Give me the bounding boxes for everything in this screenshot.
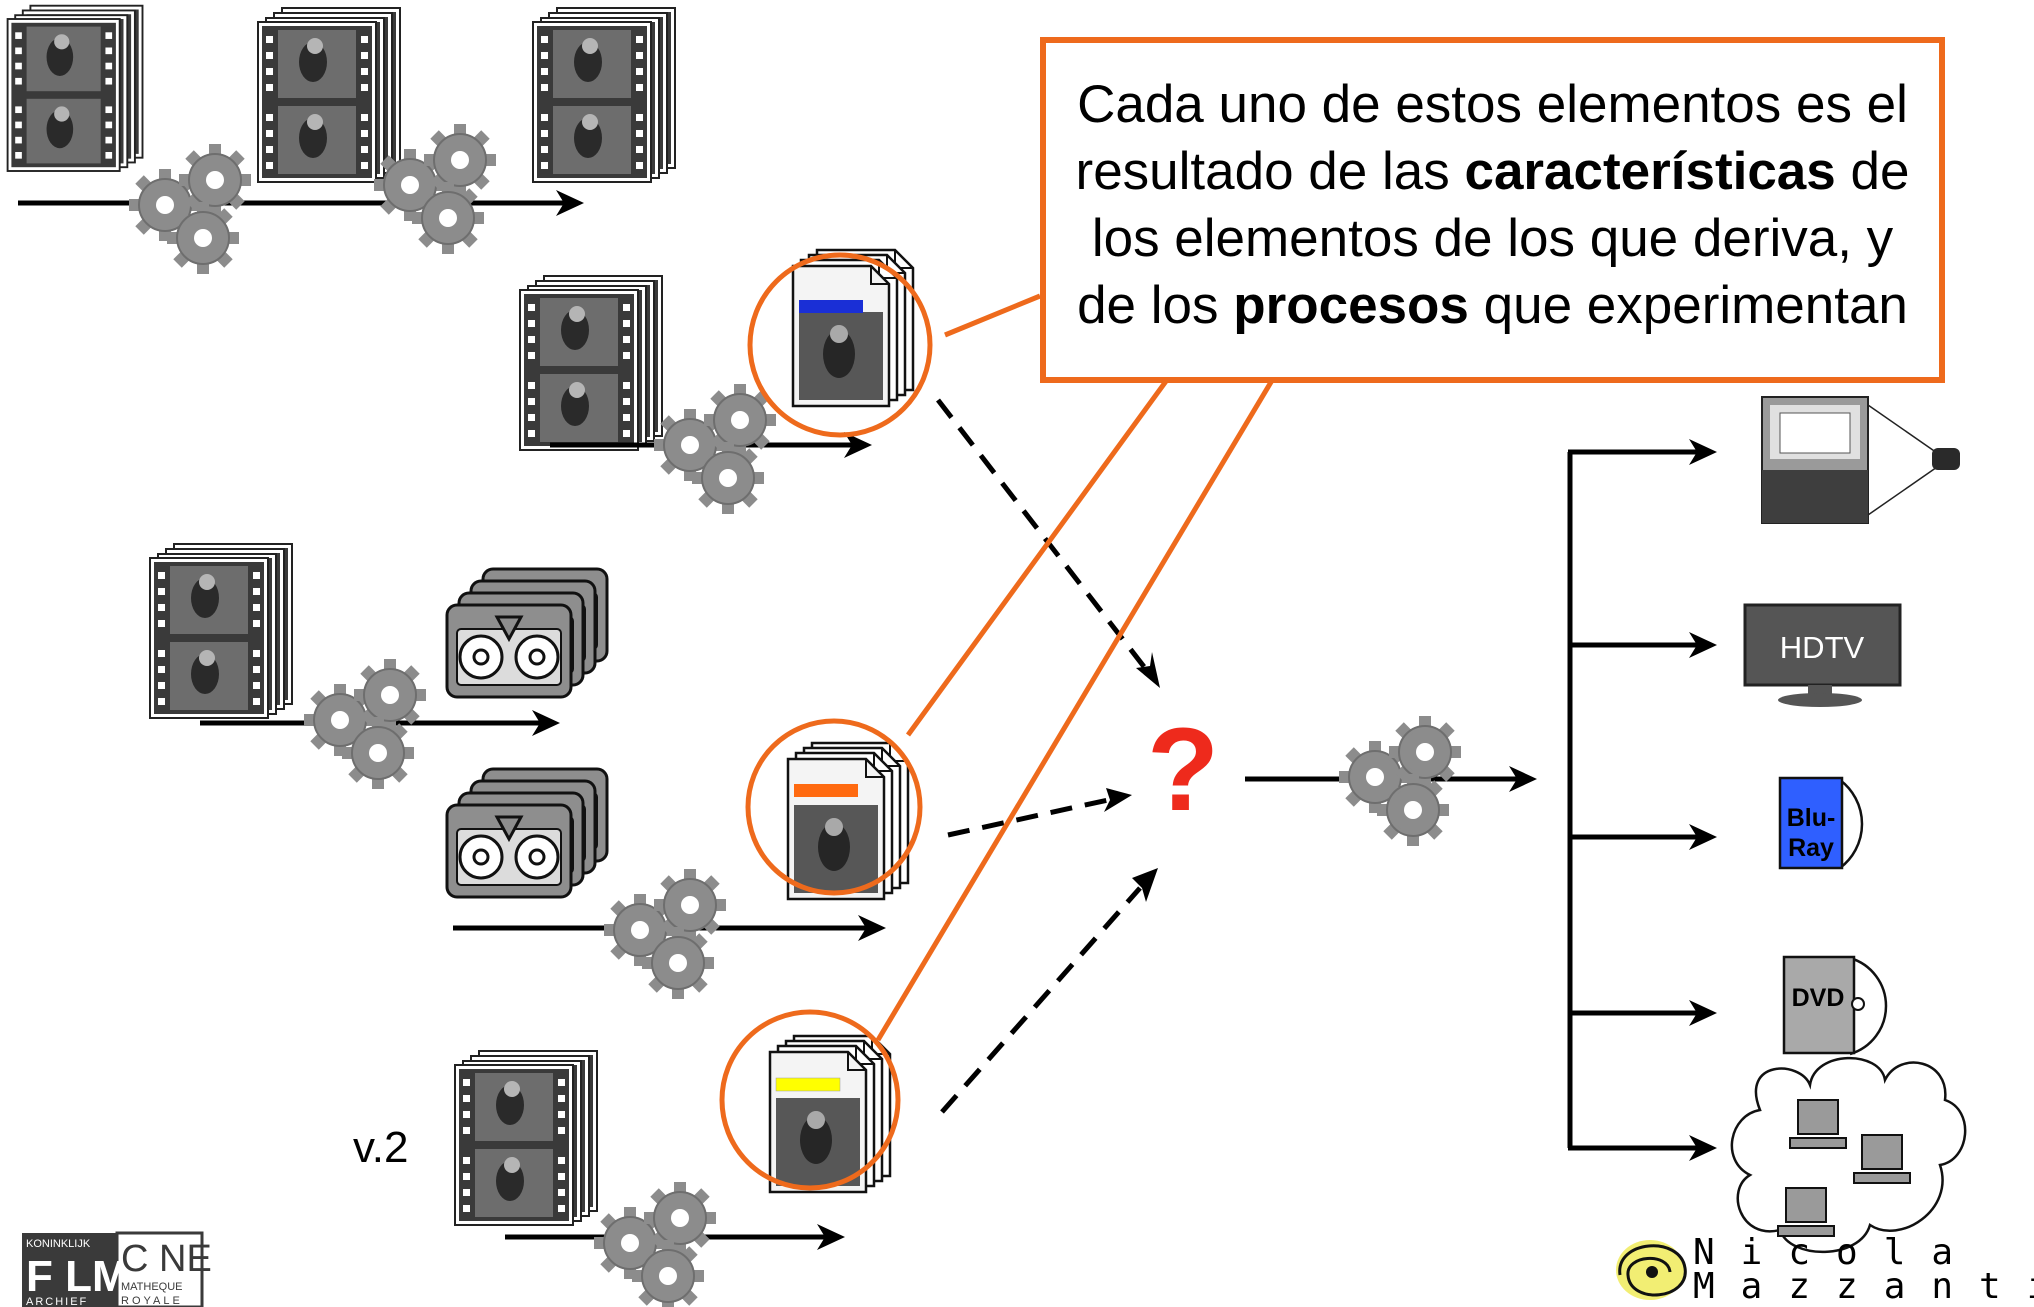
process-gears-icon (654, 384, 776, 514)
arrowhead (844, 432, 872, 458)
bluray-icon (1778, 776, 1864, 870)
logo-right-main: C NE (121, 1238, 212, 1280)
callout-line-2-post: de (1835, 142, 1910, 201)
bluray-label-line1: Blu- (1787, 804, 1836, 832)
callout-line-1: Cada uno de estos elementos es el (1077, 75, 1908, 134)
arrowhead (1104, 788, 1132, 812)
dvd-icon (1782, 955, 1888, 1056)
logo-main: F LM (26, 1252, 129, 1301)
network-cloud-icon (1730, 1056, 1967, 1254)
highlight-circle (745, 718, 923, 896)
callout-text: Cada uno de estos elementos es el result… (1076, 71, 1910, 339)
arrowhead (532, 710, 560, 736)
author-first-name: Nicola (1693, 1232, 1980, 1273)
hdtv-icon (1743, 603, 1902, 707)
dashed-arrow (940, 886, 1142, 1114)
callout-pointer (905, 360, 1183, 737)
logo-bottom: ARCHIEF (26, 1296, 88, 1307)
file-stack-yellow (770, 1036, 890, 1192)
film-stack-row3 (150, 544, 292, 718)
callout-line-3: los elementos de los que deriva, y (1091, 209, 1894, 268)
film-stack-duplicate-1 (258, 8, 400, 182)
question-mark: ? (1147, 704, 1219, 836)
arrowhead (1509, 766, 1537, 792)
dashed-arrow (936, 398, 1147, 670)
highlight-circle (747, 252, 933, 438)
arrowhead (1132, 868, 1158, 902)
process-gears-icon (129, 144, 251, 274)
distribution-branches (1568, 439, 1717, 1161)
callout-line-2: resultado de las características de (1076, 138, 1910, 205)
film-stack-duplicate-2 (533, 8, 675, 182)
logo-top: KONINKLIJK (26, 1238, 91, 1250)
tape-stack-row4 (447, 769, 607, 897)
callout-line-4-post: que experimentan (1468, 276, 1908, 335)
version-label: v.2 (353, 1123, 408, 1172)
arrowhead (1136, 652, 1160, 688)
cinema-projection-icon (1761, 396, 1960, 524)
filmarchief-logo: KONINKLIJK F LM ARCHIEF C NE MATHEQUE RO… (22, 1231, 212, 1307)
mazzanti-swirl-logo (1616, 1240, 1687, 1300)
film-stack-row2 (520, 276, 662, 450)
author-last-name: Mazzanti (1693, 1266, 2034, 1307)
yellow-bar (775, 1077, 841, 1092)
film-stack-v2 (455, 1051, 597, 1225)
callout-line-2-pre: resultado de las (1075, 142, 1465, 201)
process-gears-icon (594, 1182, 716, 1307)
callout-line-4: de los procesos que experimentan (1076, 272, 1910, 339)
arrowhead (858, 915, 886, 941)
bluray-label-line2: Ray (1788, 834, 1834, 862)
callout-box: Cada uno de estos elementos es el result… (1040, 37, 1945, 383)
process-gears-icon (604, 869, 726, 999)
tape-stack-row3 (447, 569, 607, 697)
callout-keyword-caracteristicas: características (1464, 142, 1836, 201)
callout-pointer (944, 293, 1041, 338)
highlight-circle (719, 1009, 901, 1191)
logo-right-bottom: ROYALE (121, 1295, 183, 1307)
dvd-label: DVD (1792, 984, 1845, 1012)
callout-keyword-procesos: procesos (1233, 276, 1469, 335)
hdtv-label: HDTV (1780, 630, 1865, 665)
author-signature: NicolaMazzanti (1693, 1232, 2034, 1307)
orange-bar (794, 784, 858, 797)
file-stack-orange (788, 743, 908, 899)
file-stack-blue (793, 250, 913, 406)
callout-line-4-pre: de los (1077, 276, 1234, 335)
arrowhead (556, 190, 584, 216)
film-stack-original (8, 6, 143, 171)
dashed-arrow (947, 797, 1109, 838)
arrowhead (817, 1224, 845, 1250)
blue-bar (799, 300, 863, 313)
logo-right-sub: MATHEQUE (121, 1281, 183, 1293)
callout-pointer (875, 360, 1286, 1042)
